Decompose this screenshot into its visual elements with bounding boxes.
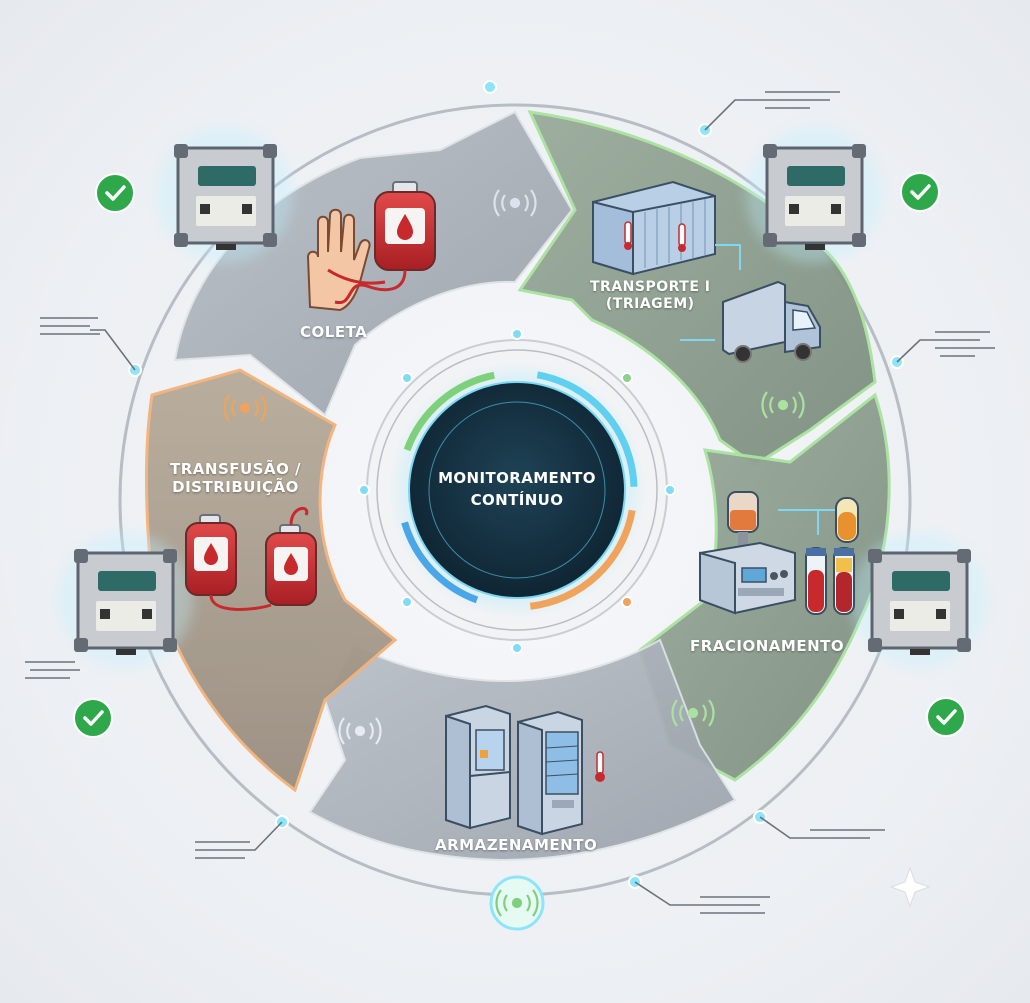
stage-label-transfusao-line1: TRANSFUSÃO /: [170, 460, 302, 478]
refrigerated-container-icon: [592, 180, 716, 276]
stage-label-transporte-line2: (TRIAGEM): [605, 295, 695, 312]
ring-node: [511, 328, 523, 340]
stage-label-armazenamento: ARMAZENAMENTO: [435, 836, 598, 854]
blood-bag-icon: [265, 507, 317, 606]
sparkle-icon: [889, 866, 931, 908]
centrifuge-icon: [699, 491, 796, 615]
hub-arc-cyan: [396, 369, 638, 611]
stage-label-transporte: TRANSPORTE I (TRIAGEM): [590, 279, 710, 313]
ring-node: [664, 484, 676, 496]
hub-core: [408, 381, 626, 599]
segment-coleta: [173, 110, 574, 417]
flow-arrow: [715, 244, 741, 270]
ring-node: [621, 372, 633, 384]
hub-inner-line: [428, 401, 606, 579]
orbit-node: [483, 80, 497, 94]
data-logger-icon: [157, 127, 293, 263]
blood-bag-icon: [334, 181, 436, 304]
ring-nodes: [358, 328, 676, 654]
hand-icon: [306, 208, 386, 312]
refrigerator-icon: [445, 704, 511, 830]
check-icon: [73, 698, 113, 738]
stage-label-coleta: COLETA: [300, 323, 368, 341]
stage-label-transporte-line1: TRANSPORTE I: [590, 279, 711, 295]
center-title: MONITORAMENTO CONTÍNUO: [417, 468, 617, 512]
check-icon: [926, 697, 966, 737]
check-icon: [95, 173, 135, 213]
blood-bag-icon: [185, 514, 272, 611]
data-logger-icon: [851, 532, 987, 668]
test-tubes-icon: [805, 497, 859, 615]
hub-arc-blue: [396, 369, 638, 611]
ring-node: [621, 596, 633, 608]
data-logger-icon: [746, 127, 882, 263]
ring-node: [358, 484, 370, 496]
truck-icon: [722, 280, 821, 363]
stage-label-fracionamento: FRACIONAMENTO: [690, 637, 845, 655]
hub-arc-green: [396, 369, 638, 611]
inner-track: [376, 349, 658, 631]
annotation-lines: [25, 91, 995, 914]
check-icon: [900, 172, 940, 212]
ring-node: [401, 596, 413, 608]
hub-arc-orange: [396, 369, 638, 611]
ring-node: [401, 372, 413, 384]
data-logger-icon: [57, 532, 193, 668]
wireless-signal-icon: [223, 189, 805, 931]
thermometer-icon: [595, 751, 605, 782]
stage-label-transfusao-line2: DISTRIBUIÇÃO: [172, 478, 299, 496]
center-title-line1: MONITORAMENTO: [438, 469, 596, 487]
refrigerator-icon: [517, 710, 583, 836]
ring-node: [511, 642, 523, 654]
center-title-line2: CONTÍNUO: [470, 490, 564, 509]
stage-label-transfusao: TRANSFUSÃO / DISTRIBUIÇÃO: [170, 460, 301, 496]
